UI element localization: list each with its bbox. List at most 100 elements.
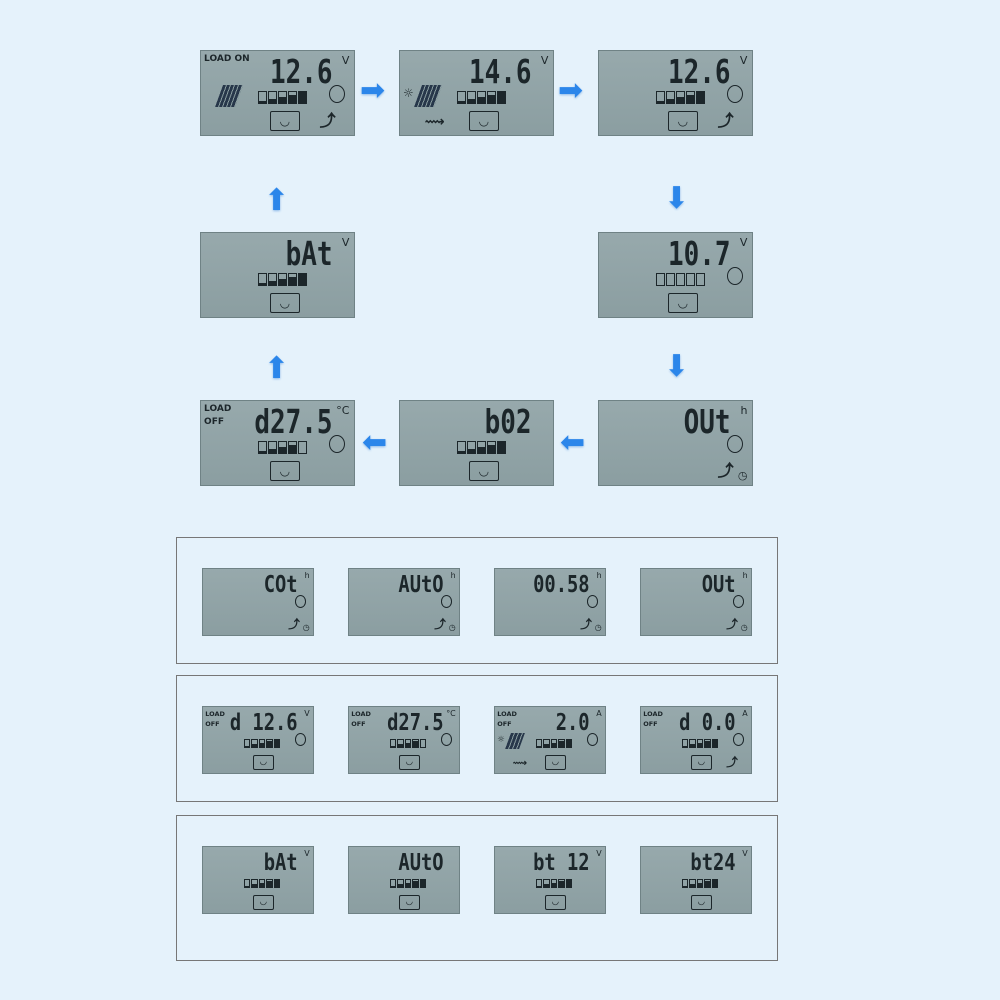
- battery-bar-cell: [277, 91, 287, 105]
- battery-bar-fill: [551, 882, 557, 888]
- charge-arrow-icon: ⟿: [512, 758, 528, 770]
- load-arrow-icon: ⤴: [726, 616, 738, 631]
- battery-bar-cell: [466, 441, 476, 455]
- battery-bar-cell: [543, 738, 550, 749]
- load-label: LOAD ON: [204, 54, 250, 65]
- clock-icon: ◷: [448, 623, 456, 633]
- battery-bar-cell: [685, 273, 695, 287]
- battery-bar-fill: [258, 101, 266, 104]
- lcd-unit: °C: [336, 403, 350, 417]
- lcd-reading: AUtO: [398, 571, 444, 598]
- off-label: OFF: [204, 416, 224, 427]
- load-arrow-icon: ⤴: [717, 460, 734, 480]
- lcd-unit: h: [596, 570, 602, 580]
- lcd-unit: A: [596, 708, 602, 718]
- battery-bar-fill: [268, 98, 276, 104]
- battery-face-icon: ◡: [269, 460, 300, 481]
- bulb-icon: [328, 84, 345, 103]
- battery-bar-cell: [486, 91, 496, 105]
- battery-bar-fill: [686, 94, 694, 104]
- battery-bar-cell: [266, 878, 273, 889]
- battery-bar-fill: [697, 882, 703, 888]
- lcd-reading: bAt: [285, 236, 333, 274]
- lcd-reading: d27.5: [387, 709, 444, 736]
- battery-level-bars: [681, 738, 719, 749]
- battery-bar-cell: [412, 878, 419, 889]
- battery-bar-fill: [487, 94, 495, 104]
- bulb-icon: [586, 595, 599, 609]
- off-label: OFF: [643, 719, 658, 728]
- battery-bar-cell: [675, 91, 685, 105]
- battery-bar-cell: [297, 91, 307, 105]
- battery-bar-fill: [252, 884, 257, 888]
- battery-level-bars: [456, 441, 506, 455]
- battery-bar-fill: [697, 742, 703, 748]
- battery-bar-fill: [252, 744, 257, 748]
- solar-panel-icon: [215, 84, 244, 107]
- battery-bar-fill: [288, 444, 296, 454]
- battery-bar-cell: [711, 738, 719, 749]
- arrow-down-icon: ⬇: [664, 349, 690, 384]
- load-label: LOAD: [497, 709, 517, 718]
- battery-bar-fill: [244, 885, 250, 888]
- bulb-icon: [586, 733, 599, 747]
- battery-bar-fill: [390, 745, 396, 748]
- battery-bar-cell: [277, 273, 287, 287]
- battery-bar-fill: [278, 446, 286, 454]
- battery-bar-fill: [477, 96, 485, 104]
- battery-bar-cell: [456, 91, 466, 105]
- battery-level-bars: [389, 738, 427, 749]
- battery-bar-cell: [535, 738, 543, 749]
- group-box-load-timer: [176, 537, 778, 664]
- battery-bar-fill: [712, 739, 718, 748]
- battery-bar-cell: [696, 878, 704, 889]
- battery-bar-fill: [666, 98, 674, 104]
- battery-bar-fill: [405, 882, 411, 888]
- battery-bar-cell: [695, 91, 705, 105]
- bulb-icon: [440, 595, 453, 609]
- battery-bar-cell: [476, 91, 486, 105]
- battery-bar-cell: [558, 878, 565, 889]
- battery-level-bars: [535, 878, 573, 889]
- bulb-icon: [732, 595, 745, 609]
- battery-bar-fill: [566, 739, 572, 748]
- battery-level-bars: [257, 441, 307, 455]
- battery-bar-cell: [681, 738, 689, 749]
- battery-face-icon: ◡: [269, 292, 300, 313]
- lcd-reading: bt24: [690, 849, 736, 876]
- arrow-left-icon: ⬅: [560, 425, 586, 460]
- battery-bar-cell: [397, 738, 404, 749]
- battery-bar-cell: [404, 878, 412, 889]
- clock-icon: ◷: [737, 468, 748, 482]
- battery-bar-cell: [257, 441, 267, 455]
- battery-level-bars: [681, 878, 719, 889]
- arrow-right-icon: ➡: [360, 73, 386, 108]
- lcd-reading: OUt: [683, 404, 731, 442]
- battery-bar-cell: [665, 91, 675, 105]
- lcd-reading: 12.6: [269, 54, 333, 92]
- lcd-reading: 14.6: [468, 54, 532, 92]
- battery-face-icon: ◡: [667, 292, 698, 313]
- battery-bar-fill: [268, 280, 276, 286]
- load-label: LOAD: [351, 709, 371, 718]
- bulb-icon: [440, 733, 453, 747]
- battery-level-bars: [243, 878, 281, 889]
- battery-face-icon: ◡: [468, 460, 499, 481]
- battery-bar-cell: [267, 91, 277, 105]
- lcd-reading: b02: [484, 404, 532, 442]
- load-arrow-icon: ⤴: [726, 754, 738, 769]
- lcd-reading: 12.6: [667, 54, 731, 92]
- battery-bar-fill: [551, 742, 557, 748]
- load-label: LOAD: [204, 404, 232, 415]
- battery-level-bars: [257, 91, 307, 105]
- battery-bar-cell: [695, 273, 705, 287]
- bulb-icon: [294, 733, 307, 747]
- battery-bar-cell: [258, 738, 266, 749]
- arrow-up-icon: ⬆: [264, 183, 290, 218]
